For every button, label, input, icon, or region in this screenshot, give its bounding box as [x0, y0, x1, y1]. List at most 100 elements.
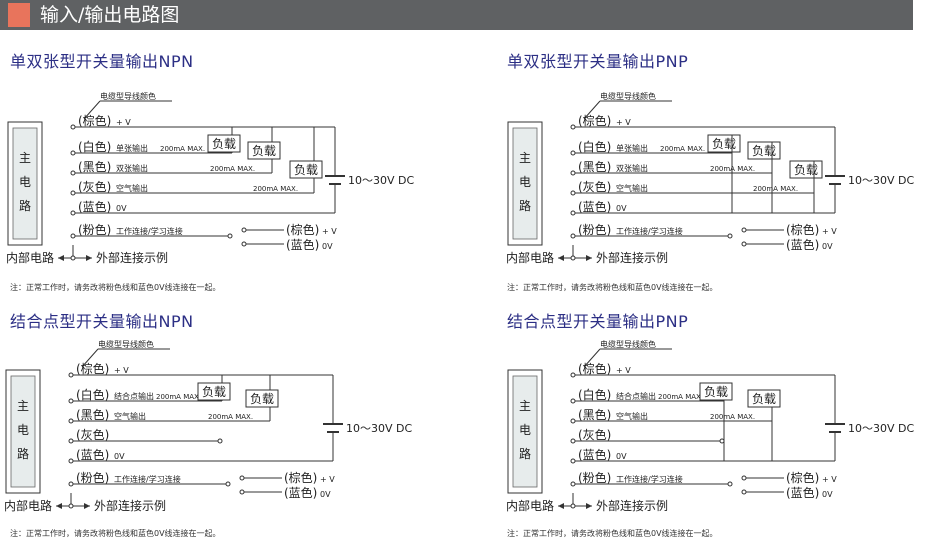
supply-voltage-label: 10～30V DC	[848, 422, 914, 435]
ext-label-brown: (棕色)	[286, 222, 319, 237]
internal-circuit-label: 内部电路	[6, 250, 54, 265]
max-current-label: 200mA MAX.	[160, 145, 205, 153]
ext-terminal	[239, 475, 245, 481]
ext-terminal	[239, 489, 245, 495]
terminal	[570, 150, 576, 156]
wire-desc-pink: 工作连接/学习连接	[116, 226, 183, 236]
load-label: 负载	[294, 163, 318, 177]
supply-voltage-label: 10～30V DC	[346, 422, 412, 435]
ext-terminal	[741, 475, 747, 481]
internal-circuit-label: 内部电路	[506, 498, 554, 513]
ext-tag-plus-v: + V	[822, 227, 837, 236]
wire-label-2: (灰色)	[78, 180, 111, 194]
note-text: 注：正常工作时，请务改将粉色线和蓝色0V线连接在一起。	[507, 283, 718, 292]
terminal	[70, 150, 76, 156]
arrow-left-icon	[558, 255, 564, 261]
arrow-right-icon	[586, 503, 592, 509]
wire-label-pink: (粉色)	[76, 471, 109, 485]
wire-desc-0: 单张输出	[116, 143, 148, 153]
wire-desc-pink: 工作连接/学习连接	[616, 474, 683, 484]
wire-label-brown: (棕色)	[578, 113, 611, 128]
max-current-label: 200mA MAX.	[658, 393, 703, 401]
wire-label-2: (灰色)	[578, 180, 611, 194]
max-current-label: 200mA MAX.	[253, 185, 298, 193]
wire-tag-0v: 0V	[616, 204, 627, 213]
panel-title-junction-npn: 结合点型开关量输出NPN	[10, 312, 194, 331]
header-title: 输入/输出电路图	[40, 4, 180, 26]
terminal	[570, 481, 576, 487]
wire-label-0: (白色)	[76, 387, 109, 402]
note-text: 注：正常工作时，请务改将粉色线和蓝色0V线连接在一起。	[10, 529, 221, 538]
wire-label-2: (灰色)	[76, 428, 109, 442]
external-connection-label: 外部连接示例	[94, 498, 166, 513]
wire-label-pink: (粉色)	[78, 223, 111, 237]
ext-terminal	[241, 227, 247, 233]
wire-label-brown: (棕色)	[78, 113, 111, 128]
main-circuit-block	[12, 127, 38, 240]
arrow-right-icon	[586, 255, 592, 261]
supply-voltage-label: 10～30V DC	[348, 174, 414, 187]
cable-label-leader	[81, 348, 99, 368]
max-current-label: 200mA MAX.	[753, 185, 798, 193]
load-label: 负载	[212, 137, 236, 151]
main-circuit-label: 电	[19, 175, 31, 189]
wire-tag-plus-v: + V	[114, 366, 129, 375]
terminal	[68, 481, 74, 487]
load-box	[247, 141, 281, 160]
max-current-label: 200mA MAX.	[156, 393, 201, 401]
cable-label-leader	[83, 100, 101, 120]
external-connection-label: 外部连接示例	[596, 498, 668, 513]
wire-desc-0: 结合点输出	[616, 391, 656, 401]
load-box	[207, 134, 241, 153]
terminal	[70, 233, 76, 239]
main-circuit-label: 主	[519, 399, 531, 413]
boundary-node	[70, 255, 76, 261]
wire-label-0: (白色)	[578, 139, 611, 154]
load-label: 负载	[704, 385, 728, 399]
ext-label-blue: (蓝色)	[786, 238, 819, 252]
wire-label-brown: (棕色)	[578, 361, 611, 376]
ext-tag-plus-v: + V	[322, 227, 337, 236]
panel-title-single-double-pnp: 单双张型开关量输出PNP	[507, 52, 689, 71]
cable-label-leader	[583, 100, 601, 120]
wire-tag-plus-v: + V	[616, 118, 631, 127]
wire-desc-pink: 工作连接/学习连接	[616, 226, 683, 236]
wire-tag-plus-v: + V	[116, 118, 131, 127]
ext-label-brown: (棕色)	[284, 470, 317, 485]
open-end	[217, 438, 223, 444]
wire-desc-pink: 工作连接/学习连接	[114, 474, 181, 484]
main-circuit-label: 主	[519, 151, 531, 165]
terminal	[70, 124, 76, 130]
load-label: 负载	[794, 163, 818, 177]
arrow-left-icon	[56, 503, 62, 509]
arrow-left-icon	[558, 503, 564, 509]
cable-color-label: 电缆型导线颜色	[100, 91, 156, 101]
main-circuit-label: 电	[519, 423, 531, 437]
load-box	[699, 382, 733, 401]
boundary-node	[570, 503, 576, 509]
arrow-right-icon	[86, 255, 92, 261]
terminal	[570, 210, 576, 216]
wire-label-blue: (蓝色)	[76, 448, 109, 462]
terminal	[570, 190, 576, 196]
ext-label-blue: (蓝色)	[286, 238, 319, 252]
main-circuit-block	[10, 375, 36, 488]
cable-color-label: 电缆型导线颜色	[98, 339, 154, 349]
main-circuit-label: 路	[17, 446, 29, 461]
wire-label-2: (灰色)	[578, 428, 611, 442]
external-connection-label: 外部连接示例	[596, 250, 668, 265]
section-header: 输入/输出电路图	[0, 0, 913, 30]
load-box	[747, 389, 781, 408]
main-circuit-label: 路	[519, 198, 531, 213]
wire-desc-0: 单张输出	[616, 143, 648, 153]
ext-terminal	[741, 489, 747, 495]
open-end	[225, 481, 231, 487]
wire-tag-0v: 0V	[114, 452, 125, 461]
wire-label-pink: (粉色)	[578, 471, 611, 485]
terminal	[70, 210, 76, 216]
terminal	[570, 398, 576, 404]
